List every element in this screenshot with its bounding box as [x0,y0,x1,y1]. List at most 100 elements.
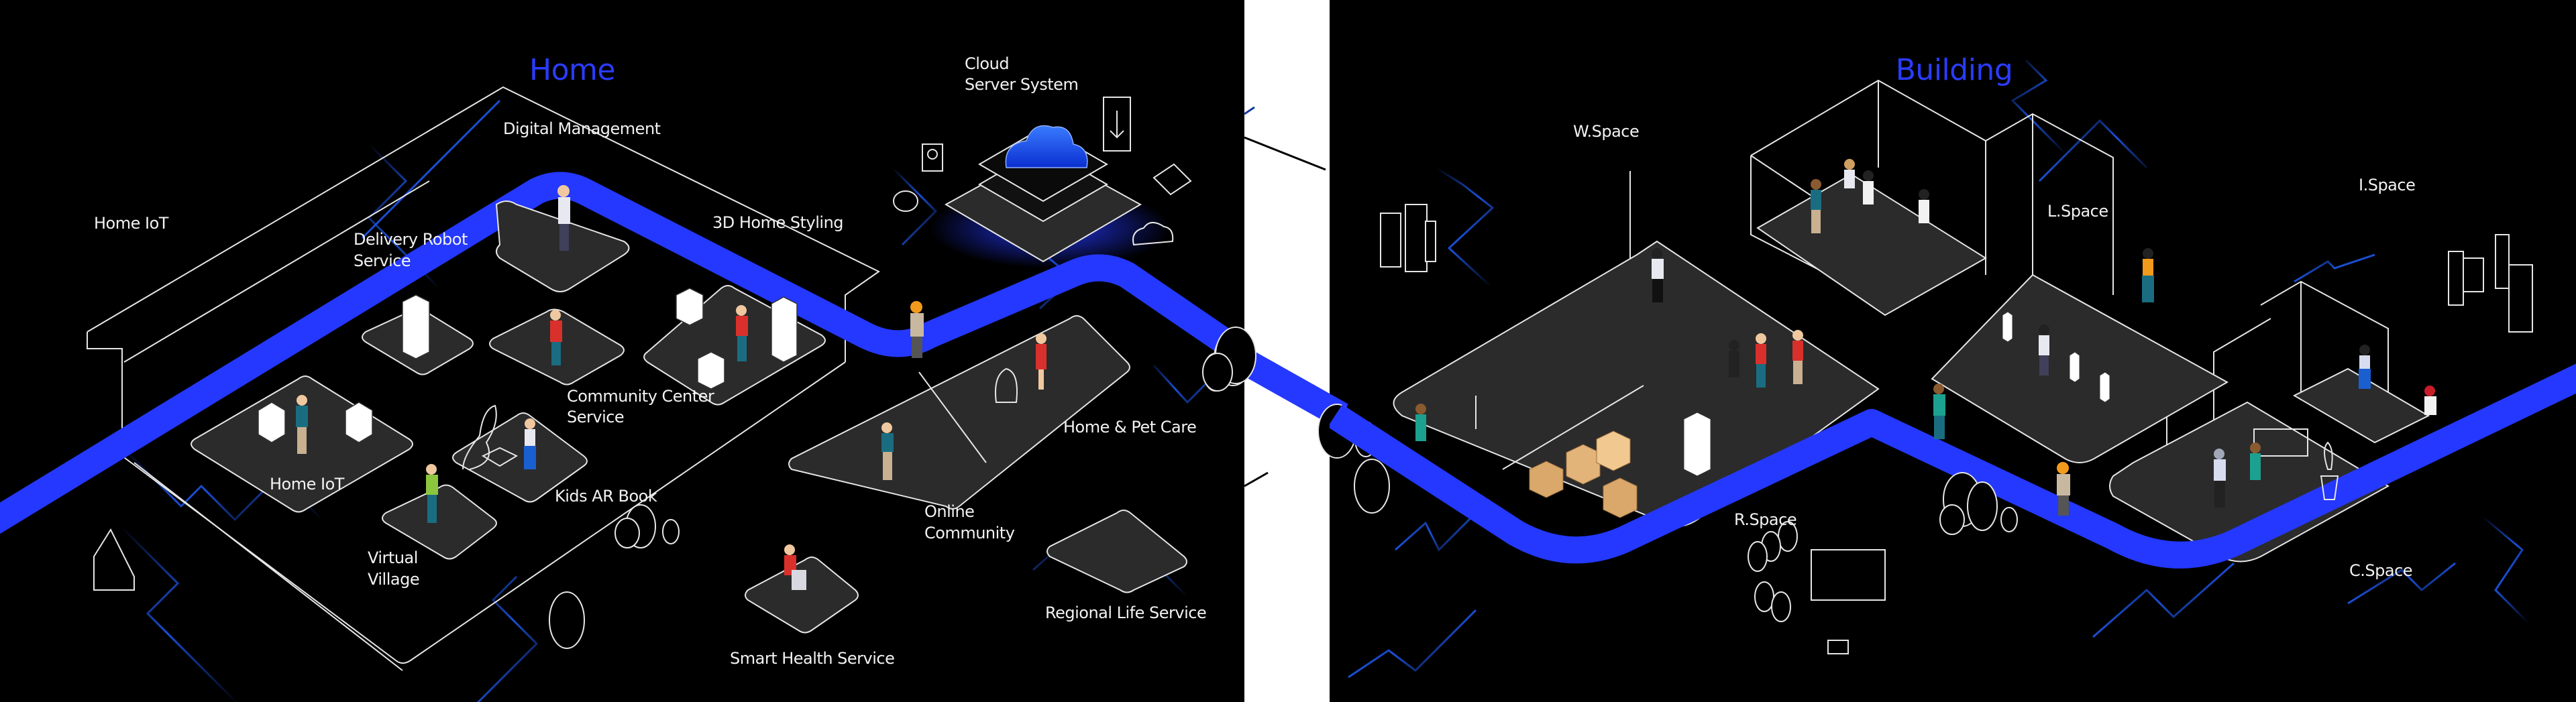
desk-outlines [1475,385,2308,470]
person-icon [426,464,438,523]
label-c-space: C.Space [2349,561,2413,580]
box-icon [1529,461,1564,498]
cube-icon [676,288,704,326]
boxes [1529,430,1638,518]
image-icon [1152,163,1192,196]
people-building [1415,159,2436,516]
person-icon [1844,159,1855,188]
floor-w-space [1393,240,1880,527]
building-scene [1330,59,2576,679]
kiosk-icon [2099,371,2110,403]
label-home-iot: Home IoT [270,475,344,493]
label-delivery-robot-1: Delivery Robot [354,230,468,249]
label-virtual-1: Virtual [368,548,418,567]
person-icon [881,422,894,480]
building-icon [1425,221,1436,262]
person-icon [557,185,570,251]
dinosaur-icon [462,404,497,470]
home-scene [0,86,1244,702]
label-kids-ar-book: Kids AR Book [555,487,657,506]
tower-icon [1683,412,1711,477]
connector-line [1244,106,1255,115]
chart-icon [893,190,918,212]
plant-icon [2320,441,2339,500]
person-icon [2250,443,2261,480]
label-community-2: Service [567,408,625,426]
building-floors [1393,173,2430,563]
connector-line [1244,471,1269,487]
person-icon [2039,325,2049,375]
shop-icon [1811,549,1886,601]
platform-kids-ar-book [452,412,588,503]
cloud-server [893,97,1192,268]
person-icon [1036,333,1046,390]
platform-regional-life [1046,510,1187,593]
connector-line [1244,136,1326,171]
person-icon [1415,404,1426,441]
person-icon [1919,189,1929,223]
download-icon [1103,97,1131,152]
kiosks [2002,311,2110,403]
label-smart-health: Smart Health Service [730,649,895,668]
platform-smart-health [745,557,859,634]
person-icon [2142,248,2154,302]
person-icon [736,305,748,361]
person-icon [524,418,536,469]
person-icon [1729,340,1739,377]
box-icon [1603,477,1638,518]
service-path-building [1330,363,2576,569]
tower-icon [771,296,798,363]
person-icon [910,301,924,358]
cloud-icon [1005,125,1088,168]
cube-icon [697,351,725,390]
person-icon [2359,345,2371,389]
building-icon [2508,264,2533,333]
person-icon [784,544,806,590]
label-r-space: R.Space [1734,510,1797,529]
circuit-lines [1348,59,2530,679]
person-icon [296,395,308,454]
person-icon [1811,179,1821,233]
camera-icon [922,143,943,172]
city-outlines [1354,204,2533,654]
label-cloud-2: Server System [965,75,1079,94]
box-icon [1596,430,1631,471]
person-icon [2057,462,2070,516]
kiosk-icon [2069,351,2080,383]
building-icon [2495,234,2510,289]
book-icon [481,447,519,467]
label-virtual-2: Village [368,570,420,589]
label-online-2: Community [924,524,1015,542]
label-digital-management: Digital Management [503,119,661,138]
person-icon [1933,384,1945,439]
platform-virtual-village [382,484,497,560]
label-regional-life: Regional Life Service [1045,603,1207,622]
label-community-1: Community Center [567,387,714,406]
pet-icon [995,367,1018,403]
building-icon [2463,257,2484,292]
person-icon [2424,386,2436,415]
platform-online-community-pet-care [788,315,1130,510]
cube-icon [258,402,286,443]
label-w-space: W.Space [1573,122,1640,141]
floor-i-space [2292,367,2430,444]
label-3d-home-styling: 3D Home Styling [712,213,844,232]
person-icon [1756,333,1766,388]
cloud-outline-icon [1132,222,1174,246]
label-home-pet-care: Home & Pet Care [1063,418,1197,436]
label-online-1: Online [924,502,975,521]
service-path-home [0,172,1244,534]
person-icon [1652,248,1664,302]
person-icon [2214,449,2226,508]
building-icon [2448,251,2464,306]
home-title: Home [529,53,615,87]
cube-icon [345,402,373,443]
tower-icon [402,294,430,359]
label-i-space: I.Space [2359,176,2416,194]
person-icon [550,310,562,365]
label-cloud-1: Cloud [965,54,1010,73]
car-icon [1827,640,1849,654]
building-title: Building [1895,53,2013,87]
label-l-space: L.Space [2047,202,2108,221]
